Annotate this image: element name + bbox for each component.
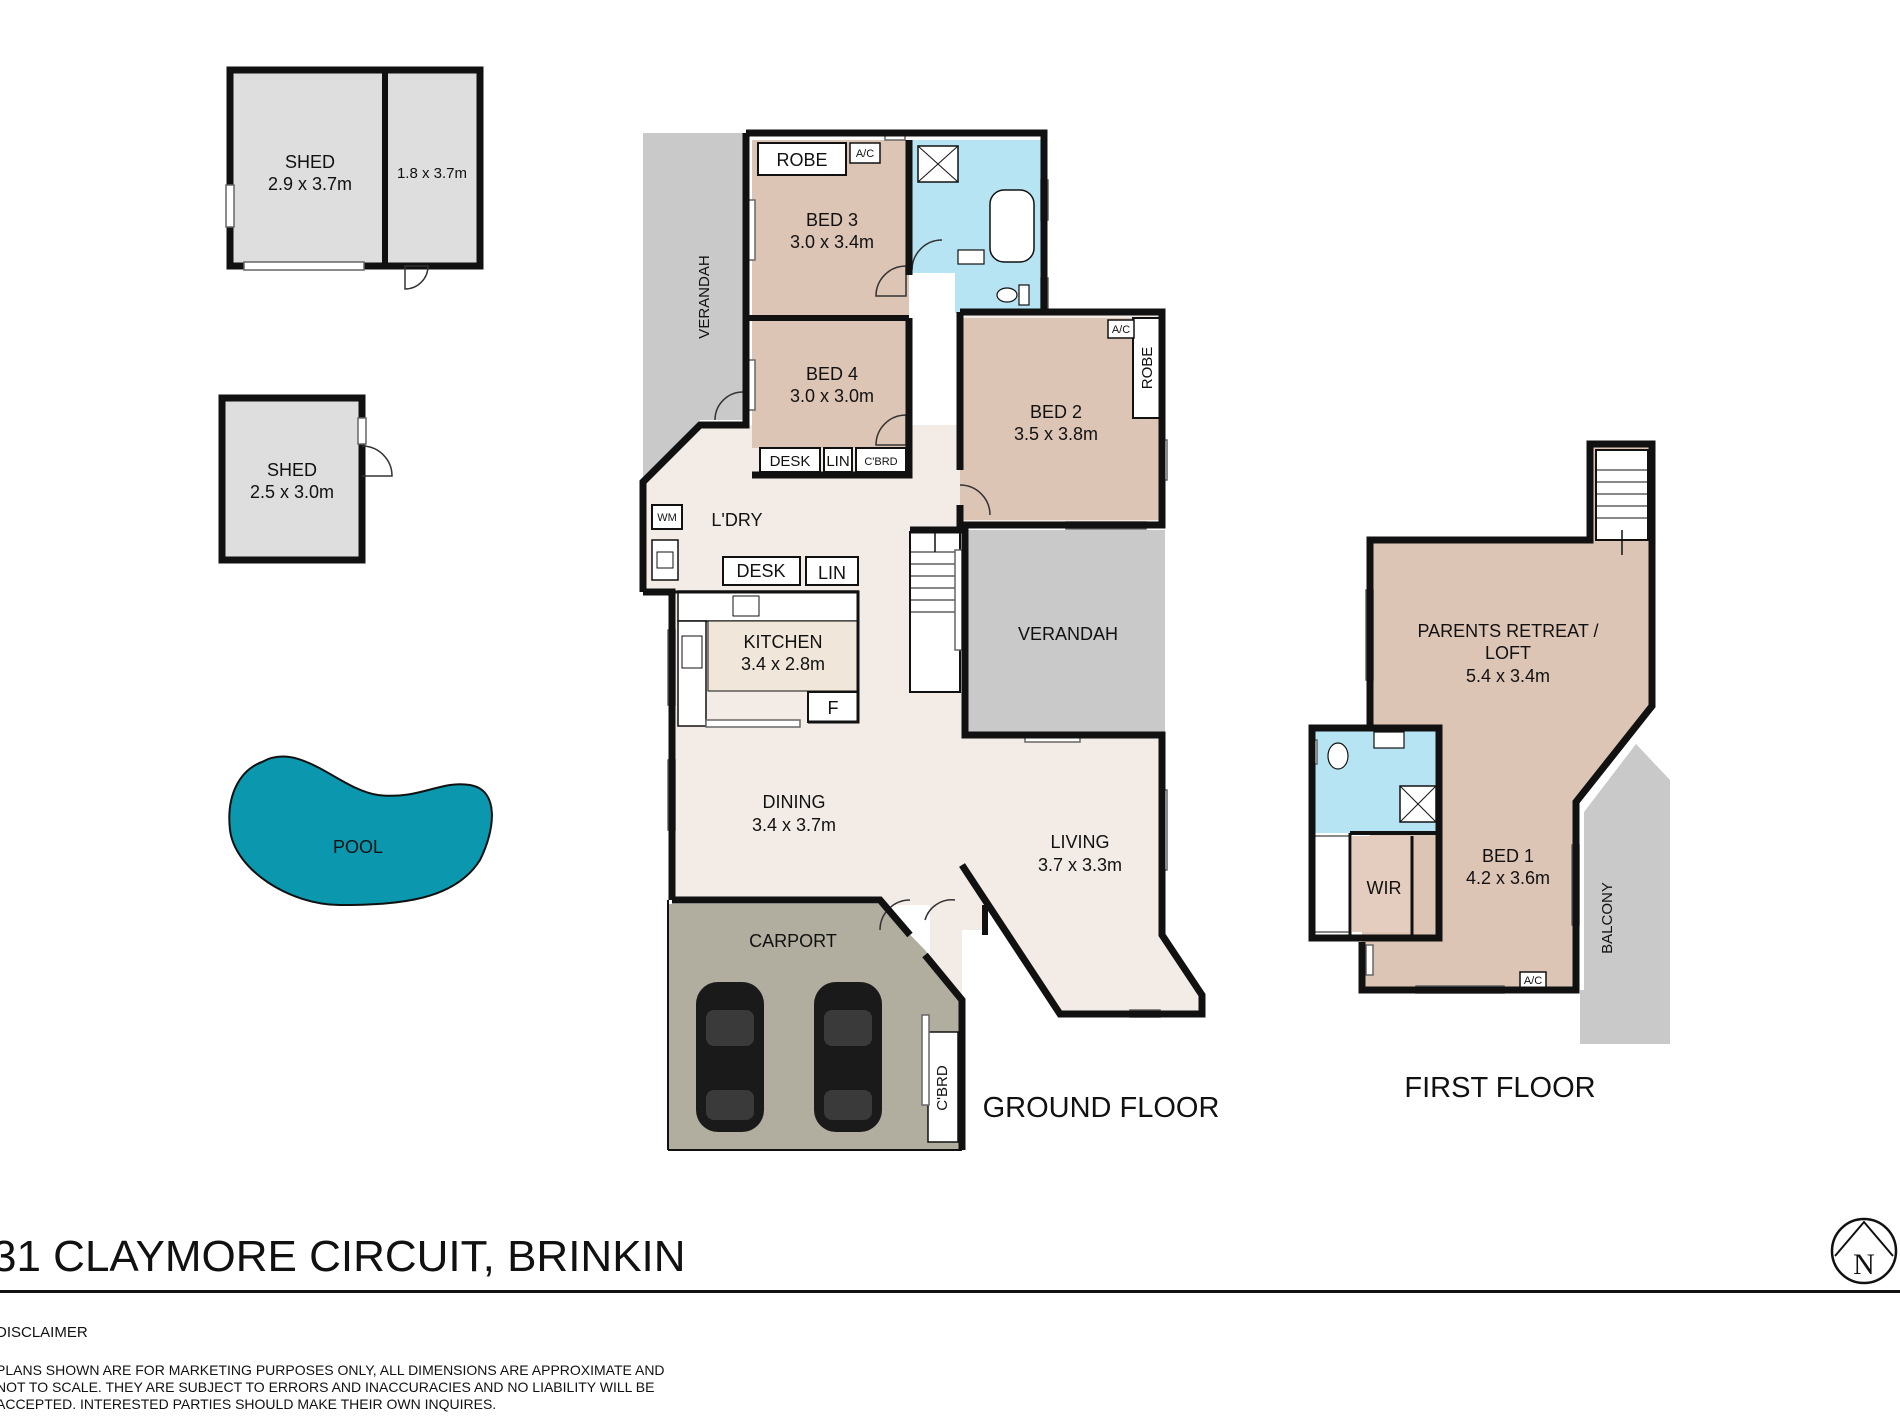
header-rule	[0, 1290, 1900, 1293]
dining-size: 3.4 x 3.7m	[752, 815, 836, 835]
first-floor-plan: WIR BALCONY A/C PARENTS RETREAT / LOFT 5…	[1308, 440, 1670, 1104]
bed4-name: BED 4	[806, 364, 858, 384]
property-address: 31 CLAYMORE CIRCUIT, BRINKIN	[0, 1232, 686, 1281]
shed-large-size: 2.9 x 3.7m	[268, 174, 352, 194]
bed4-desk: DESK	[770, 453, 811, 470]
ground-stairs	[909, 530, 961, 693]
ground-floor-title: GROUND FLOOR	[983, 1092, 1220, 1124]
living-size: 3.7 x 3.3m	[1038, 855, 1122, 875]
laundry-wm: WM	[657, 512, 677, 524]
kitchen-size: 3.4 x 2.8m	[741, 654, 825, 674]
bed2-size: 3.5 x 3.8m	[1014, 424, 1098, 444]
car-right-icon	[814, 982, 882, 1132]
bed3-size: 3.0 x 3.4m	[790, 232, 874, 252]
pool: POOL	[228, 755, 493, 907]
dining-name: DINING	[763, 792, 826, 812]
bed2-ac: A/C	[1112, 324, 1130, 336]
laundry-name: L'DRY	[711, 510, 762, 530]
first-floor-title: FIRST FLOOR	[1404, 1072, 1595, 1104]
pool-label: POOL	[333, 837, 383, 857]
shed-large-name: SHED	[285, 152, 335, 172]
bed4-size: 3.0 x 3.0m	[790, 386, 874, 406]
disclaimer-line: PLANS SHOWN ARE FOR MARKETING PURPOSES O…	[0, 1362, 665, 1378]
shed-small-name: SHED	[267, 460, 317, 480]
bed3-robe: ROBE	[776, 150, 827, 170]
bed4-lin: LIN	[826, 453, 849, 470]
disclaimer-line: NOT TO SCALE. THEY ARE SUBJECT TO ERRORS…	[0, 1379, 655, 1395]
shed-side-size: 1.8 x 3.7m	[397, 165, 467, 182]
wir-name: WIR	[1367, 878, 1402, 898]
ground-floor-plan: VERANDAH VERANDAH ROBE A/C	[639, 129, 1220, 1151]
laundry-lin: LIN	[818, 563, 846, 583]
retreat-name-1: PARENTS RETREAT /	[1417, 621, 1598, 641]
bed2-robe: ROBE	[1139, 347, 1156, 390]
bed3-ac: A/C	[856, 148, 874, 160]
laundry-desk: DESK	[736, 561, 785, 581]
carport-cbrd: C'BRD	[934, 1065, 951, 1111]
verandah-west-label: VERANDAH	[696, 255, 713, 338]
bed1-size: 4.2 x 3.6m	[1466, 868, 1550, 888]
bed1-name: BED 1	[1482, 846, 1534, 866]
bed3-name: BED 3	[806, 210, 858, 230]
compass-label: N	[1853, 1248, 1875, 1281]
disclaimer-title: DISCLAIMER	[0, 1324, 88, 1341]
shed-small-size: 2.5 x 3.0m	[250, 482, 334, 502]
carport-name: CARPORT	[749, 931, 837, 951]
bed2-name: BED 2	[1030, 402, 1082, 422]
retreat-size: 5.4 x 3.4m	[1466, 666, 1550, 686]
kitchen-fridge: F	[828, 698, 839, 718]
car-left-icon	[696, 982, 764, 1132]
shed-large: SHED 2.9 x 3.7m 1.8 x 3.7m	[225, 66, 484, 290]
shed-small: SHED 2.5 x 3.0m	[218, 394, 393, 564]
north-compass-icon: N	[1830, 1217, 1898, 1285]
bed4-cbrd: C'BRD	[864, 456, 897, 468]
bed1-ac: A/C	[1524, 975, 1542, 987]
living-name: LIVING	[1050, 832, 1109, 852]
disclaimer-line: ACCEPTED. INTERESTED PARTIES SHOULD MAKE…	[0, 1396, 497, 1412]
balcony-name: BALCONY	[1599, 882, 1616, 954]
disclaimer-text: PLANS SHOWN ARE FOR MARKETING PURPOSES O…	[0, 1362, 696, 1413]
verandah-east-label: VERANDAH	[1018, 624, 1118, 644]
kitchen-name: KITCHEN	[743, 632, 822, 652]
retreat-name-2: LOFT	[1485, 643, 1531, 663]
